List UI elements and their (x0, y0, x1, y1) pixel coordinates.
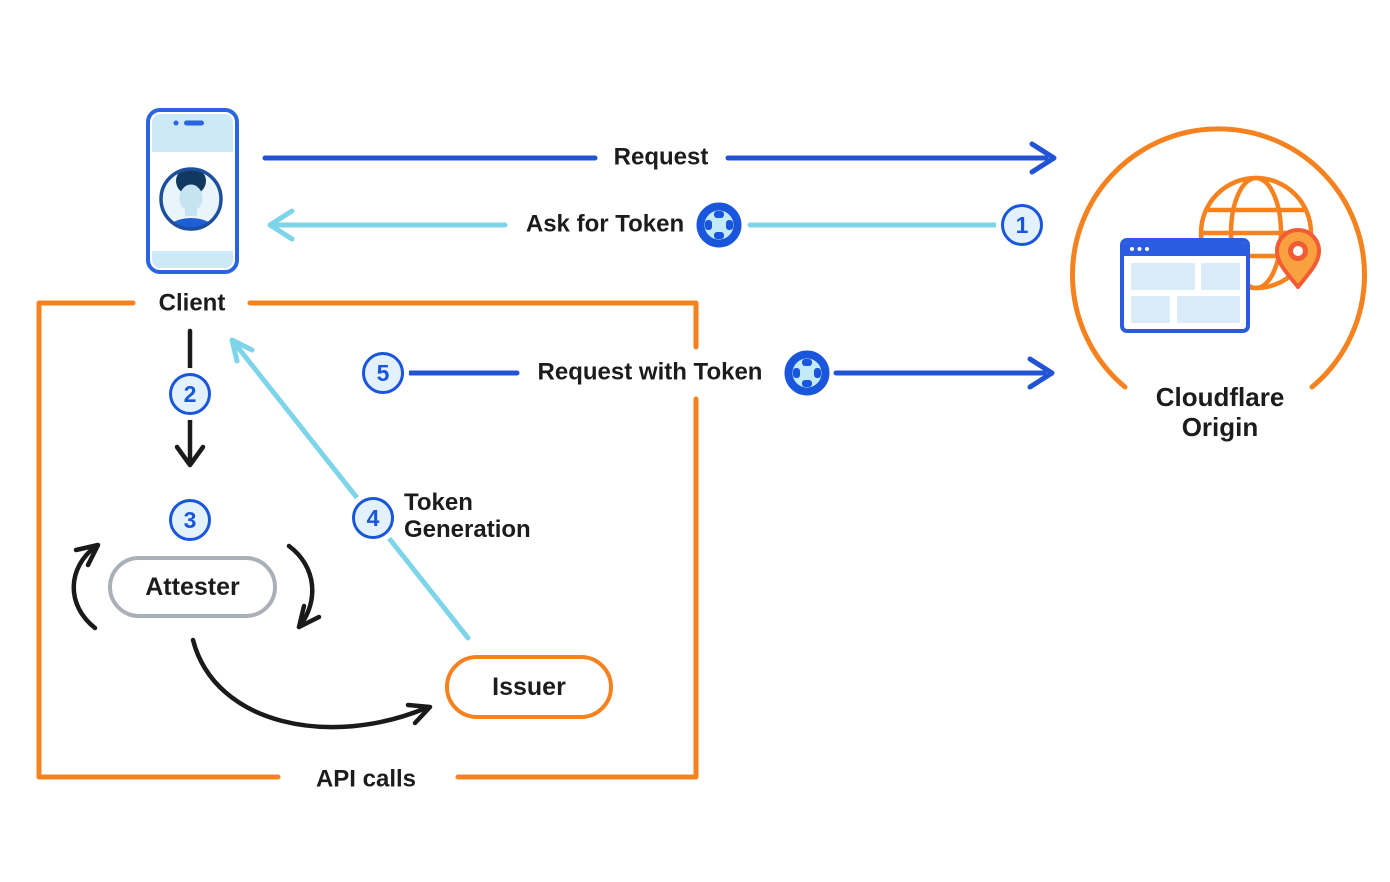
issuer-node-label: Issuer (492, 672, 566, 701)
ask-for-token-arrow-label: Ask for Token (525, 210, 685, 238)
location-pin-icon (1275, 228, 1321, 289)
issuer-to-client-arrow (229, 337, 471, 641)
step-badge-2: 2 (169, 373, 211, 415)
step-badge-1: 1 (1001, 204, 1043, 246)
origin-node-label: Cloudflare Origin (1155, 382, 1285, 442)
request-arrow (262, 141, 1057, 175)
client-node-label: Client (158, 289, 226, 317)
attester-cycle-arrow-right-icon (286, 543, 322, 630)
origin-circle (1070, 126, 1367, 390)
phone-speaker-bar (184, 120, 204, 126)
step-badge-3: 3 (169, 499, 211, 541)
browser-window-icon (1120, 238, 1250, 333)
token-icon (701, 207, 738, 244)
api-boundary-box (36, 300, 699, 780)
user-avatar-icon (159, 167, 223, 231)
token-icon (789, 355, 826, 392)
phone-icon (146, 108, 239, 274)
step-badge-4: 4 (352, 497, 394, 539)
phone-camera-dot (173, 120, 179, 126)
request-with-token-arrow-label: Request with Token (537, 358, 763, 386)
request-with-token-arrow (407, 356, 1055, 390)
token-generation-label: Token Generation (404, 489, 531, 543)
issuer-node: Issuer (445, 655, 613, 719)
attester-node: Attester (108, 556, 277, 618)
attester-node-label: Attester (145, 572, 240, 601)
ask-for-token-arrow (267, 208, 1001, 242)
attester-cycle-arrow-left-icon (71, 542, 101, 631)
request-arrow-label: Request (613, 143, 709, 171)
step-badge-5: 5 (362, 352, 404, 394)
api-calls-label: API calls (315, 765, 417, 793)
attester-to-issuer-arrow (190, 637, 433, 730)
